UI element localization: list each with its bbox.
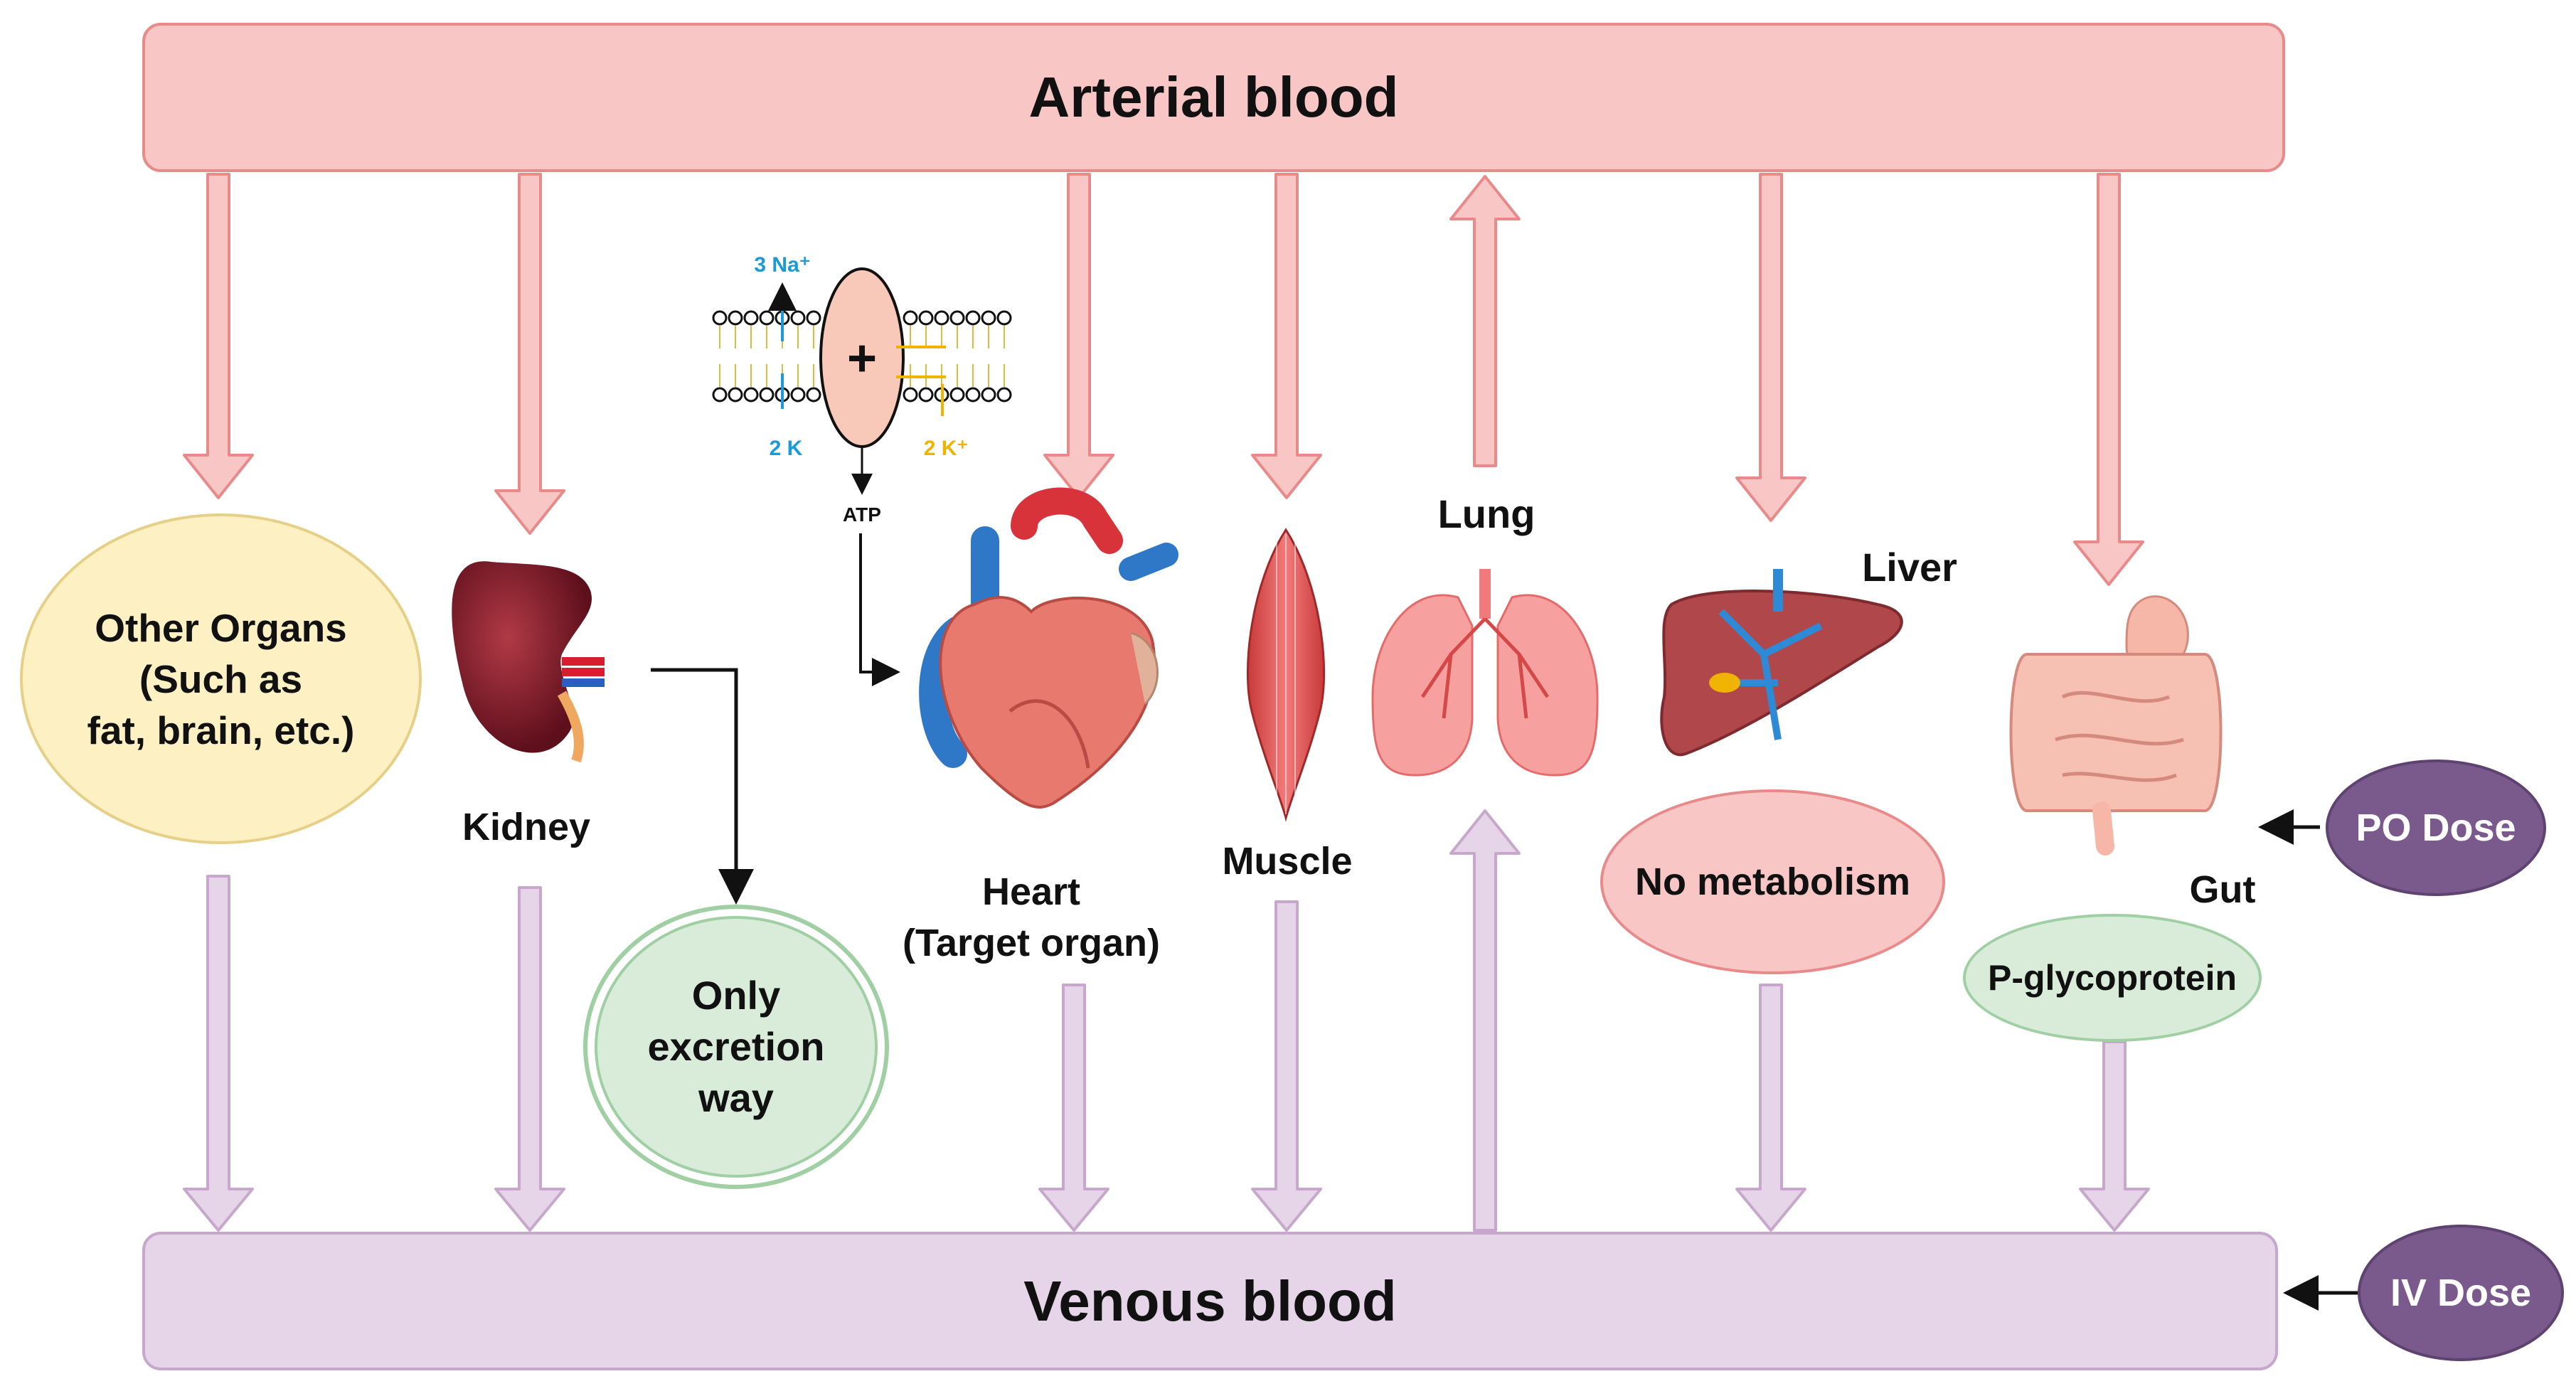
- pump-na-label: 3 Na⁺: [754, 253, 810, 277]
- excretion-line2: excretion: [647, 1024, 825, 1069]
- gut-label: Gut: [2189, 868, 2256, 911]
- venous-arrows: [183, 809, 2150, 1232]
- arrow-heart-to-venous: [1038, 984, 1109, 1232]
- iv-dose-label: IV Dose: [2390, 1272, 2532, 1314]
- arrow-to-liver: [1735, 173, 1806, 522]
- arrow-muscle-to-venous: [1251, 900, 1322, 1232]
- arrow-to-other-organs: [183, 173, 254, 499]
- arrow-to-heart: [1043, 173, 1114, 499]
- sodium-potassium-pump: + 3 Na⁺ 2 K 2 K⁺ ATP: [712, 253, 1012, 526]
- p-glycoprotein-ellipse: P-glycoprotein: [1963, 914, 2262, 1042]
- liver-icon: [1660, 569, 1903, 757]
- excretion-circle: Only excretion way: [583, 905, 889, 1189]
- arterial-blood-label: Arterial blood: [1028, 65, 1399, 129]
- arterial-arrows: [183, 173, 2144, 586]
- venous-blood-bar: Venous blood: [142, 1232, 2278, 1370]
- excretion-line1: Only: [691, 973, 781, 1018]
- lung-icon: [1371, 569, 1599, 777]
- gut-icon: [2009, 595, 2223, 856]
- arterial-blood-bar: Arterial blood: [142, 23, 2285, 172]
- muscle-icon: [1246, 528, 1326, 822]
- iv-dose-badge: IV Dose: [2358, 1225, 2564, 1361]
- arrow-venous-to-lung: [1449, 809, 1521, 1232]
- heart-icon: [919, 487, 1178, 809]
- other-organs-ellipse: Other Organs (Such as fat, brain, etc.): [20, 513, 422, 844]
- excretion-line3: way: [698, 1075, 774, 1120]
- other-organs-line3: fat, brain, etc.): [87, 708, 355, 752]
- pump-plus-sign: +: [847, 330, 877, 387]
- arrow-gut-to-venous: [2079, 1040, 2150, 1232]
- arrow-other-to-venous: [183, 875, 254, 1232]
- no-metabolism-ellipse: No metabolism: [1600, 789, 1945, 974]
- pump-k-left-label: 2 K: [770, 437, 803, 460]
- muscle-label: Muscle: [1222, 840, 1353, 883]
- atp-label: ATP: [843, 503, 881, 526]
- no-metabolism-label: No metabolism: [1634, 860, 1911, 903]
- po-dose-badge: PO Dose: [2326, 760, 2546, 896]
- venous-blood-label: Venous blood: [1023, 1269, 1397, 1333]
- pump-k-right-label: 2 K⁺: [924, 437, 969, 460]
- liver-label: Liver: [1862, 545, 1957, 590]
- heart-label-line2: (Target organ): [903, 922, 1160, 964]
- kidney-icon: [452, 561, 605, 763]
- arrow-to-kidney: [494, 173, 565, 535]
- arrow-to-gut: [2073, 173, 2144, 586]
- p-glycoprotein-label: P-glycoprotein: [1987, 958, 2237, 998]
- kidney-label: Kidney: [462, 806, 591, 848]
- heart-label-line1: Heart: [981, 870, 1081, 913]
- other-organs-line2: (Such as: [139, 656, 303, 701]
- excretion-arrow: [651, 668, 754, 905]
- other-organs-line1: Other Organs: [95, 605, 347, 650]
- membrane-bilayer: [712, 310, 1012, 403]
- atp-to-heart-arrow: [859, 533, 900, 686]
- arrow-liver-to-venous: [1735, 984, 1806, 1232]
- heart-label: Heart (Target organ): [882, 866, 1181, 969]
- po-dose-label: PO Dose: [2356, 806, 2516, 849]
- arrow-to-muscle: [1251, 173, 1322, 499]
- arrow-lung-to-arterial: [1449, 175, 1521, 467]
- lung-label: Lung: [1437, 491, 1536, 536]
- arrow-kidney-to-venous: [494, 886, 565, 1232]
